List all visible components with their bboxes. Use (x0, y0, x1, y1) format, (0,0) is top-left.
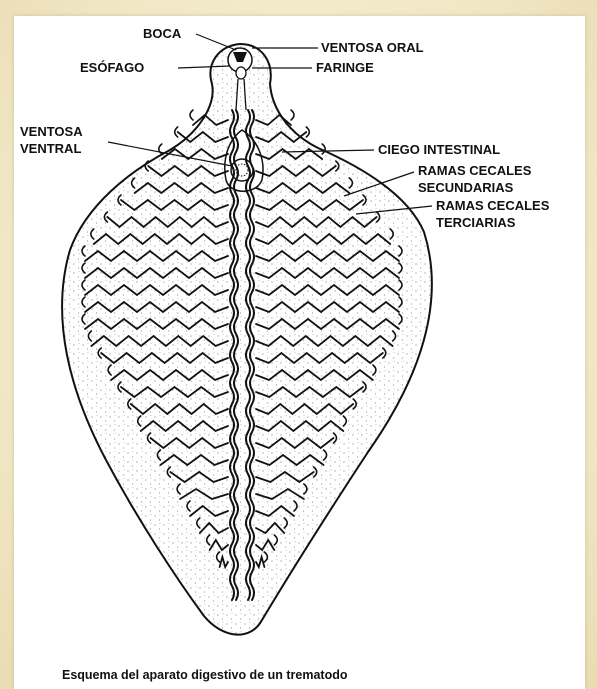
label-ramas-secundarias-2: SECUNDARIAS (418, 180, 514, 195)
label-ramas-secundarias-1: RAMAS CECALES (418, 163, 532, 178)
label-boca: BOCA (143, 26, 182, 41)
label-ramas-terciarias-1: RAMAS CECALES (436, 198, 550, 213)
label-ventosa-oral: VENTOSA ORAL (321, 40, 424, 55)
label-faringe: FARINGE (316, 60, 374, 75)
pharynx (236, 67, 246, 79)
label-esofago: ESÓFAGO (80, 60, 144, 75)
label-ciego-intestinal: CIEGO INTESTINAL (378, 142, 500, 157)
label-ventosa-ventral-1: VENTOSA (20, 124, 83, 139)
label-ramas-terciarias-2: TERCIARIAS (436, 215, 516, 230)
label-ventosa-ventral-2: VENTRAL (20, 141, 81, 156)
figure-caption: Esquema del aparato digestivo de un trem… (62, 668, 348, 682)
